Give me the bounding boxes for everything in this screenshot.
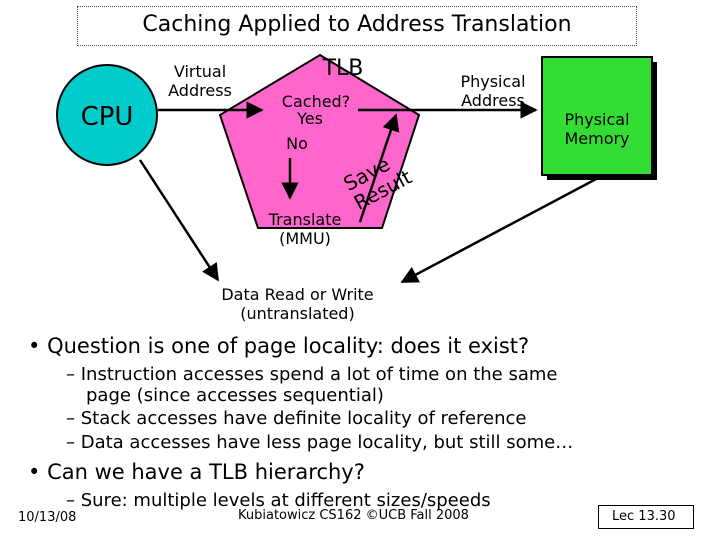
sub-bullet-data: – Data accesses have less page locality,… (66, 432, 574, 453)
sub-bullet-stack: – Stack accesses have definite locality … (66, 408, 527, 429)
slide-title: Caching Applied to Address Translation (142, 12, 572, 37)
no-label: No (286, 134, 308, 153)
yes-label: Yes (297, 109, 323, 128)
physical-memory-box (541, 56, 653, 176)
cached-label: Cached? (281, 92, 351, 111)
title-frame (77, 6, 637, 46)
memory-to-data-arrow (400, 176, 599, 284)
lecture-box (598, 505, 694, 529)
footer-lecture: Lec 13.30 (612, 509, 676, 524)
bullet-dot: • (28, 334, 48, 358)
translate-label: Translate (MMU) (268, 210, 342, 248)
data-read-write-label: Data Read or Write (untranslated) (221, 285, 374, 323)
bullet-question: • Question is one of page locality: does… (28, 334, 530, 358)
footer-credit: Kubiatowicz CS162 ©UCB Fall 2008 (238, 508, 469, 523)
tlb-label: TLB (322, 56, 364, 81)
physical-memory-label: Physical Memory (564, 110, 630, 148)
sub-bullet-instruction: – Instruction accesses spend a lot of ti… (66, 364, 558, 406)
footer-date: 10/13/08 (18, 510, 77, 525)
bullet-hierarchy: • Can we have a TLB hierarchy? (28, 460, 365, 484)
dash: – (66, 432, 81, 453)
cpu-shape (56, 64, 158, 166)
bullet-dot: • (28, 460, 48, 484)
dash: – (66, 490, 81, 511)
dash: – (66, 364, 81, 385)
dash: – (66, 408, 81, 429)
physical-address-label: Physical Address (460, 72, 526, 110)
tlb-shape (218, 53, 421, 229)
address-translation-diagram: CPU TLB Save Result (56, 53, 657, 284)
virtual-address-label: Virtual Address (168, 62, 232, 100)
cpu-label: CPU (81, 102, 134, 132)
save-result-arrow (358, 113, 400, 223)
sub-bullet-sure: – Sure: multiple levels at different siz… (66, 490, 491, 511)
cpu-to-data-arrow (138, 159, 220, 282)
